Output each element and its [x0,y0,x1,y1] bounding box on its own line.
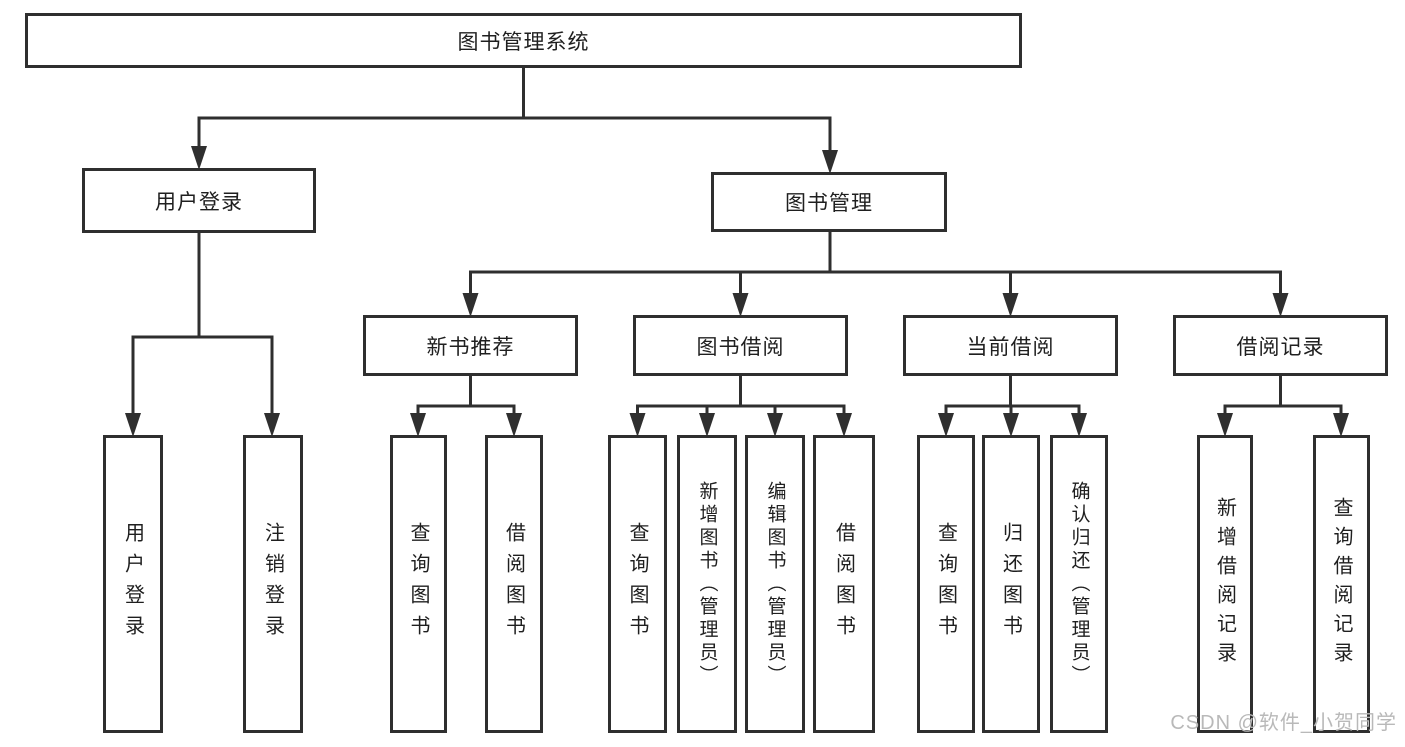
node-leaf-edit-books-admin: 编辑图书（管理员） [745,435,805,733]
node-new-book-recommend-label: 新书推荐 [426,335,515,359]
node-borrow-records: 借阅记录 [1173,315,1388,376]
node-user-login-module-label: 用户登录 [155,190,243,214]
node-leaf-query-books-borrow-label: 查询图书 [626,522,648,646]
node-leaf-borrow-books-recommend-label: 借阅图书 [502,522,525,646]
node-leaf-add-borrow-record: 新增借阅记录 [1197,435,1253,733]
node-book-management-label: 图书管理 [785,192,873,215]
node-book-borrow: 图书借阅 [633,315,848,376]
node-leaf-return-books-label: 归还图书 [999,522,1022,646]
node-leaf-query-books-current: 查询图书 [917,435,975,733]
node-leaf-add-borrow-record-label: 新增借阅记录 [1213,497,1236,671]
node-leaf-user-login: 用户登录 [103,435,163,733]
node-leaf-add-books-admin: 新增图书（管理员） [677,435,737,733]
node-leaf-logout: 注销登录 [243,435,303,733]
node-leaf-borrow-books-recommend: 借阅图书 [485,435,543,733]
node-current-borrow: 当前借阅 [903,315,1118,376]
node-leaf-confirm-return-admin-label: 确认归还（管理员） [1068,480,1090,688]
node-library-system: 图书管理系统 [25,13,1022,68]
node-leaf-query-books-recommend: 查询图书 [390,435,447,733]
node-user-login-module: 用户登录 [82,168,316,233]
node-leaf-edit-books-admin-label: 编辑图书（管理员） [764,480,786,688]
node-leaf-query-books-recommend-label: 查询图书 [407,522,429,646]
node-leaf-query-books-borrow: 查询图书 [608,435,667,733]
node-new-book-recommend: 新书推荐 [363,315,578,376]
node-leaf-query-borrow-record: 查询借阅记录 [1313,435,1370,733]
node-leaf-borrow-books-label: 借阅图书 [832,522,855,646]
node-leaf-add-books-admin-label: 新增图书（管理员） [696,480,718,688]
node-book-management: 图书管理 [711,172,947,232]
node-leaf-query-books-current-label: 查询图书 [934,522,957,646]
node-leaf-user-login-label: 用户登录 [121,522,144,646]
node-leaf-return-books: 归还图书 [982,435,1040,733]
node-book-borrow-label: 图书借阅 [696,335,785,359]
node-library-system-label: 图书管理系统 [457,30,590,54]
node-leaf-logout-label: 注销登录 [261,522,284,646]
node-leaf-query-borrow-record-label: 查询借阅记录 [1330,497,1352,671]
node-leaf-borrow-books: 借阅图书 [813,435,875,733]
node-leaf-confirm-return-admin: 确认归还（管理员） [1050,435,1108,733]
csdn-watermark: CSDN @软件_小贺同学 [1170,712,1397,734]
node-current-borrow-label: 当前借阅 [966,335,1055,359]
node-borrow-records-label: 借阅记录 [1236,335,1325,359]
